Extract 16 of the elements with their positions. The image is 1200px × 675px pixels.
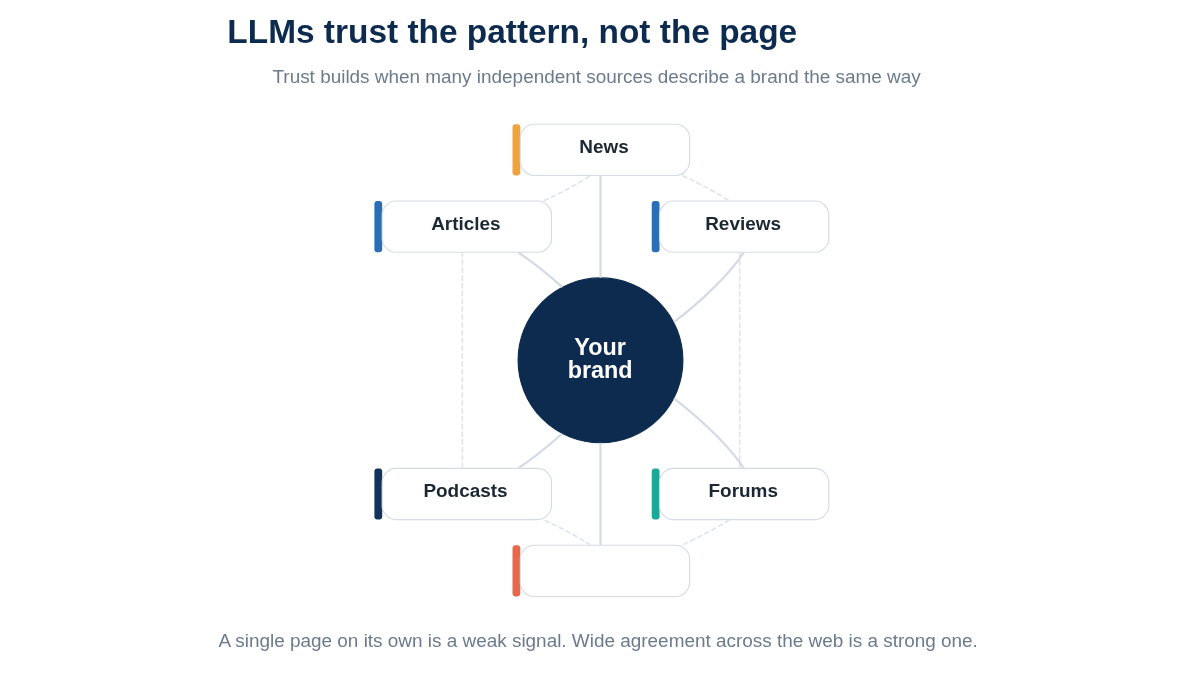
label: Trust builds when many independent sources describe a brand the same way: [271, 66, 921, 88]
connector: [598, 442, 602, 545]
connector: [517, 432, 563, 470]
connector: [680, 518, 730, 546]
caption: A single page on its own is a weak signal. Wide agreement across the web is a strong one.: [217, 629, 978, 651]
connector: [517, 251, 563, 288]
connector: [461, 251, 463, 469]
connector: [738, 251, 740, 469]
connector: [672, 397, 745, 469]
connector: [672, 251, 745, 324]
connector: [680, 174, 730, 202]
diagram-title: LLMs trust the pattern, not the page: [226, 12, 797, 50]
connector: [598, 175, 602, 278]
connector: [542, 174, 591, 202]
connector: [542, 518, 591, 546]
node-circle: Your brand: [517, 277, 683, 444]
